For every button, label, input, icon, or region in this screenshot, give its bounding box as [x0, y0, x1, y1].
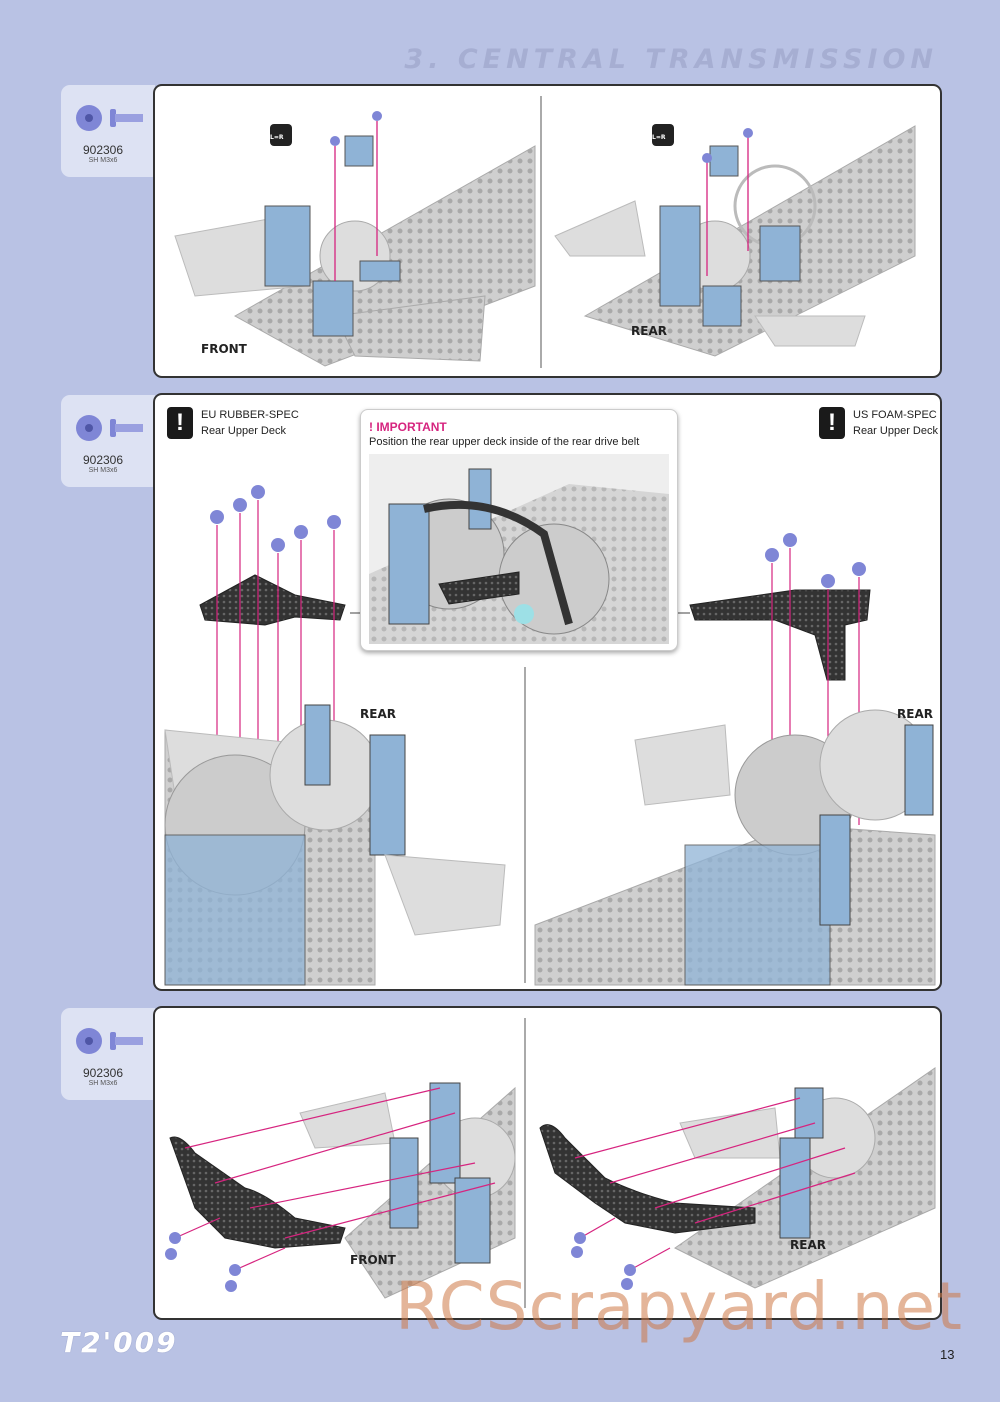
view-label-rear-left: REAR [360, 707, 396, 721]
screw-icon [76, 105, 143, 131]
watermark: RCScrapyard.net [395, 1268, 963, 1345]
us-spec-subtitle: Rear Upper Deck [853, 425, 938, 437]
us-spec-label: US FOAM-SPEC Rear Upper Deck [853, 407, 938, 439]
part-tab-step-3: 902306 SH M3x6 [61, 1008, 155, 1100]
important-callout: ! IMPORTANT Position the rear upper deck… [360, 409, 678, 651]
important-title: ! IMPORTANT [369, 420, 447, 434]
part-spec: SH M3x6 [88, 1080, 118, 1087]
step-3-panel: FRONT REAR [153, 1006, 942, 1320]
step-2-panel: ! EU RUBBER-SPEC Rear Upper Deck ! US FO… [153, 393, 942, 991]
warning-icon: ! [819, 407, 845, 439]
view-label-rear: REAR [790, 1238, 826, 1252]
part-code: 902306 [82, 1066, 124, 1080]
part-code: 902306 [82, 143, 124, 157]
section-title: 3. CENTRAL TRANSMISSION [404, 44, 938, 75]
important-text: Position the rear upper deck inside of t… [369, 436, 640, 448]
page-number: 13 [940, 1347, 955, 1362]
eu-spec-label: EU RUBBER-SPEC Rear Upper Deck [201, 407, 299, 439]
us-spec-title: US FOAM-SPEC [853, 409, 937, 421]
part-spec: SH M3x6 [88, 467, 118, 474]
eu-spec-subtitle: Rear Upper Deck [201, 425, 286, 437]
view-label-rear: REAR [631, 324, 667, 338]
footer-logo: T2'009 [60, 1326, 178, 1359]
screw-icon [76, 415, 143, 441]
part-tab-step-1: 902306 SH M3x6 [61, 85, 155, 177]
part-spec: SH M3x6 [88, 157, 118, 164]
view-label-front: FRONT [350, 1253, 396, 1267]
step-1-panel: L=R L=R FRONT REAR [153, 84, 942, 378]
screw-icon [76, 1028, 143, 1054]
step-1-illustration [174, 96, 916, 368]
step-2-illustration [164, 485, 936, 986]
eu-spec-title: EU RUBBER-SPEC [201, 409, 299, 421]
symmetric-badge-left: L=R [270, 134, 284, 141]
view-label-rear-right: REAR [897, 707, 933, 721]
view-label-front: FRONT [201, 342, 247, 356]
symmetric-badge-right: L=R [652, 134, 666, 141]
part-code: 902306 [82, 453, 124, 467]
step-3-illustration [165, 1018, 936, 1308]
warning-icon: ! [167, 407, 193, 439]
part-tab-step-2: 902306 SH M3x6 [61, 395, 155, 487]
belt-detail-illustration [369, 454, 669, 644]
